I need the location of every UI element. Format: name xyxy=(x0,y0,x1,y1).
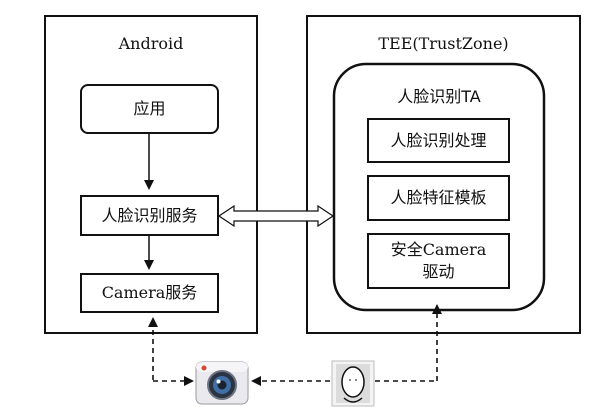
camera-service-box: Camera服务 xyxy=(80,273,219,313)
face-recognition-service-box: 人脸识别服务 xyxy=(80,195,219,236)
face-template-box: 人脸特征模板 xyxy=(367,175,510,221)
camera-icon xyxy=(195,361,249,405)
camera-service-label: Camera服务 xyxy=(101,283,198,303)
ta-title: 人脸识别TA xyxy=(334,89,544,105)
face-outline-icon xyxy=(331,360,375,407)
bidirectional-arrow xyxy=(217,204,335,228)
face-processing-label: 人脸识别处理 xyxy=(390,130,487,150)
app-box: 应用 xyxy=(80,84,219,134)
android-title: Android xyxy=(118,34,184,53)
secure-camera-driver-line2: 驱动 xyxy=(422,262,455,281)
face-recognition-service-label: 人脸识别服务 xyxy=(101,205,198,225)
tee-title: TEE(TrustZone) xyxy=(378,34,509,53)
ta-title-text: 人脸识别TA xyxy=(397,87,481,106)
secure-camera-driver-box: 安全Camera 驱动 xyxy=(367,233,510,289)
face-processing-box: 人脸识别处理 xyxy=(367,118,510,163)
face-template-label: 人脸特征模板 xyxy=(390,188,487,208)
android-container xyxy=(44,15,258,334)
secure-camera-driver-line1: 安全Camera xyxy=(390,240,487,260)
app-box-label: 应用 xyxy=(133,99,166,119)
tee-container xyxy=(306,15,581,334)
